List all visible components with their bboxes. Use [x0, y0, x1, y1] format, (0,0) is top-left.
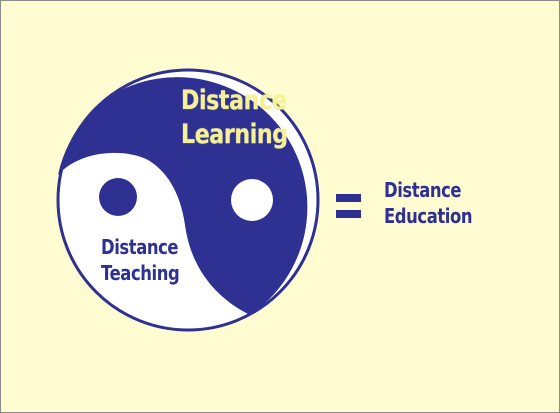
distance-learning-line1: Distance [181, 85, 287, 116]
yin-yang-dark-dot [99, 178, 137, 216]
yin-yang-white-dot [231, 179, 273, 221]
distance-teaching-line2: Teaching [101, 261, 180, 285]
distance-education-line1: Distance [384, 178, 462, 202]
distance-learning-line2: Learning [181, 119, 288, 150]
distance-education-line2: Education [384, 204, 473, 228]
yin-yang-dark-half [58, 77, 308, 315]
equals-sign [336, 194, 361, 218]
distance-learning-label: Distance Learning [181, 84, 288, 152]
distance-education-label: Distance Education [384, 177, 473, 229]
distance-teaching-label: Distance Teaching [101, 234, 180, 286]
distance-teaching-line1: Distance [101, 235, 179, 259]
